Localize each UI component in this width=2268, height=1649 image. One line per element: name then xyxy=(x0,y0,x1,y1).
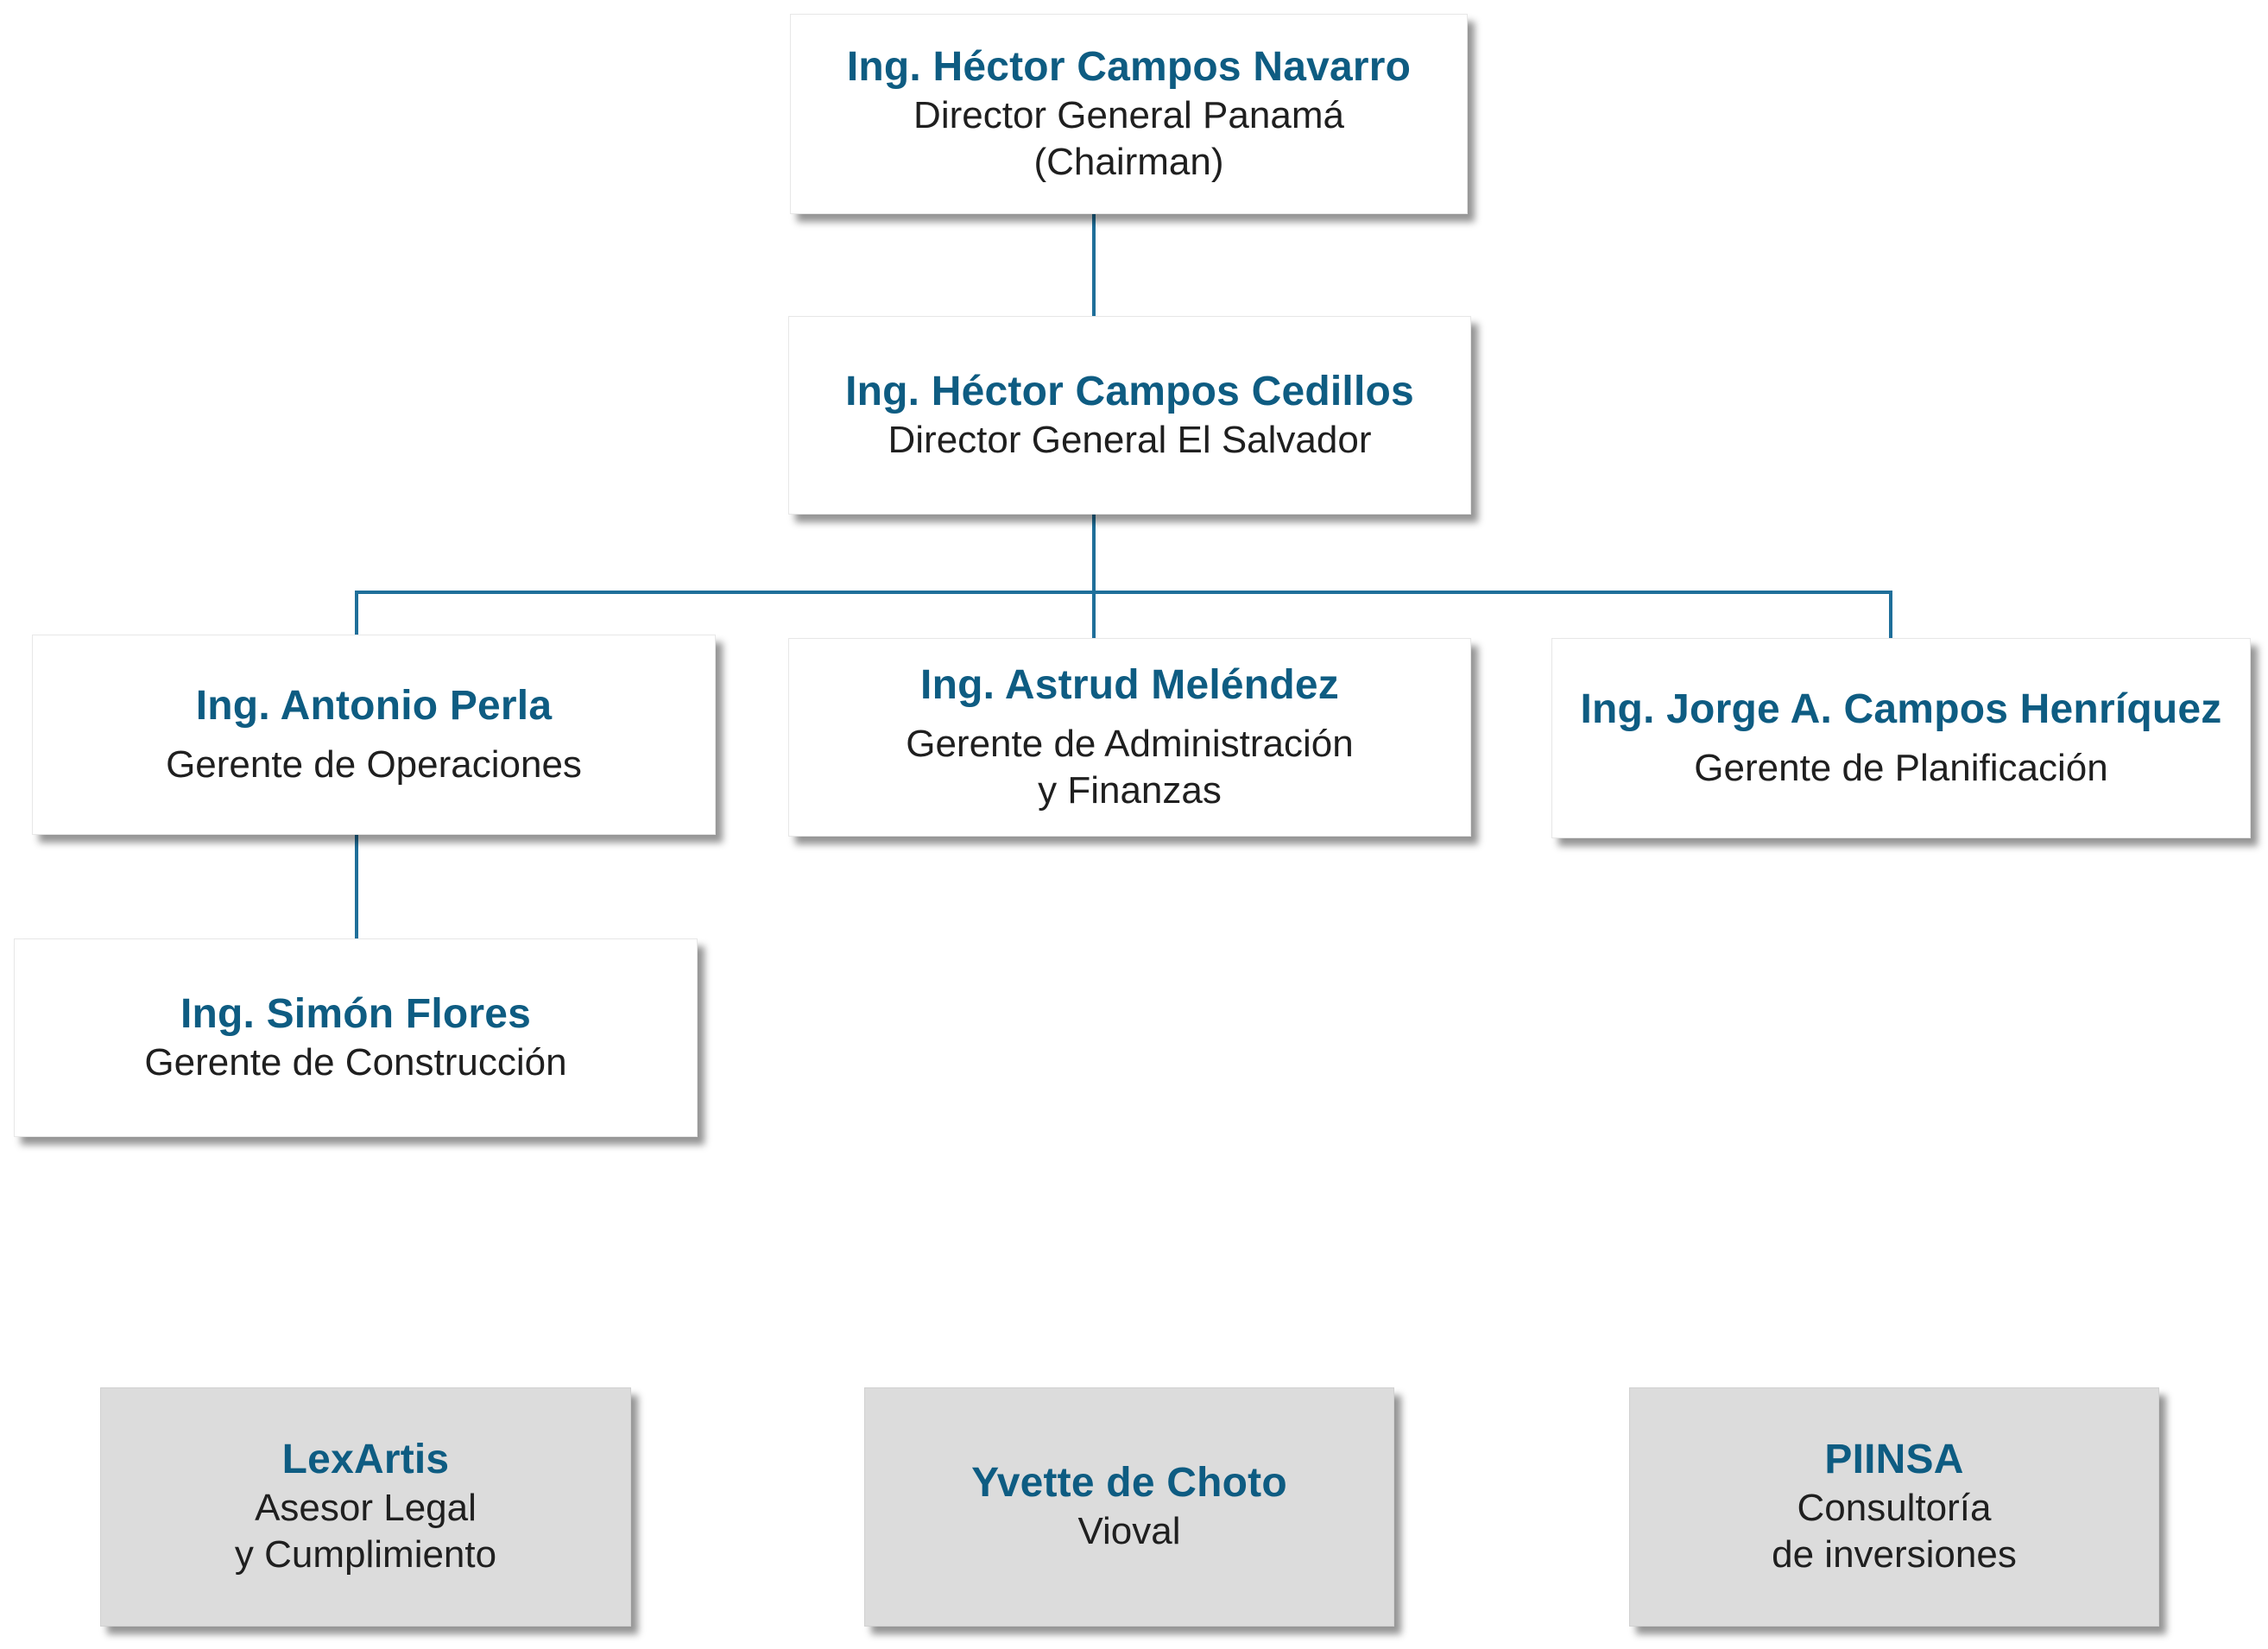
person-name: Ing. Héctor Campos Cedillos xyxy=(845,368,1414,414)
person-name: Ing. Simón Flores xyxy=(180,990,532,1037)
external-card-lexartis: LexArtis Asesor Legal y Cumplimiento xyxy=(100,1387,631,1627)
person-name: Ing. Jorge A. Campos Henríquez xyxy=(1580,686,2222,732)
partner-name: PIINSA xyxy=(1824,1437,1964,1483)
person-role: Gerente de Operaciones xyxy=(166,742,582,786)
person-name: Ing. Antonio Perla xyxy=(195,682,553,729)
org-card-administracion: Ing. Astrud Meléndez Gerente de Administ… xyxy=(788,638,1471,837)
partner-name: Yvette de Choto xyxy=(971,1460,1287,1507)
person-role: Gerente de Administración xyxy=(906,722,1354,765)
person-role-continued: (Chairman) xyxy=(1033,140,1224,183)
person-name: Ing. Astrud Meléndez xyxy=(920,661,1339,708)
org-card-planificacion: Ing. Jorge A. Campos Henríquez Gerente d… xyxy=(1551,638,2251,838)
org-card-chairman: Ing. Héctor Campos Navarro Director Gene… xyxy=(790,14,1468,214)
person-role: Gerente de Construcción xyxy=(144,1040,567,1084)
partner-role: Consultoría xyxy=(1797,1487,1992,1530)
partner-role-continued: y Cumplimiento xyxy=(234,1533,497,1576)
partner-role: Asesor Legal xyxy=(255,1487,477,1530)
org-card-director-el-salvador: Ing. Héctor Campos Cedillos Director Gen… xyxy=(788,316,1471,515)
partner-role-continued: de inversiones xyxy=(1772,1533,2017,1576)
person-role: Director General El Salvador xyxy=(888,418,1372,461)
partner-name: LexArtis xyxy=(281,1437,450,1483)
person-role-continued: y Finanzas xyxy=(1038,768,1222,812)
person-name: Ing. Héctor Campos Navarro xyxy=(846,43,1412,90)
person-role: Gerente de Planificación xyxy=(1694,746,2108,789)
org-card-operaciones: Ing. Antonio Perla Gerente de Operacione… xyxy=(32,635,716,835)
external-card-piinsa: PIINSA Consultoría de inversiones xyxy=(1629,1387,2159,1627)
person-role: Director General Panamá xyxy=(913,93,1344,136)
external-card-yvette-de-choto: Yvette de Choto Vioval xyxy=(864,1387,1394,1627)
partner-role: Vioval xyxy=(1077,1510,1181,1553)
org-card-construccion: Ing. Simón Flores Gerente de Construcció… xyxy=(14,938,698,1137)
